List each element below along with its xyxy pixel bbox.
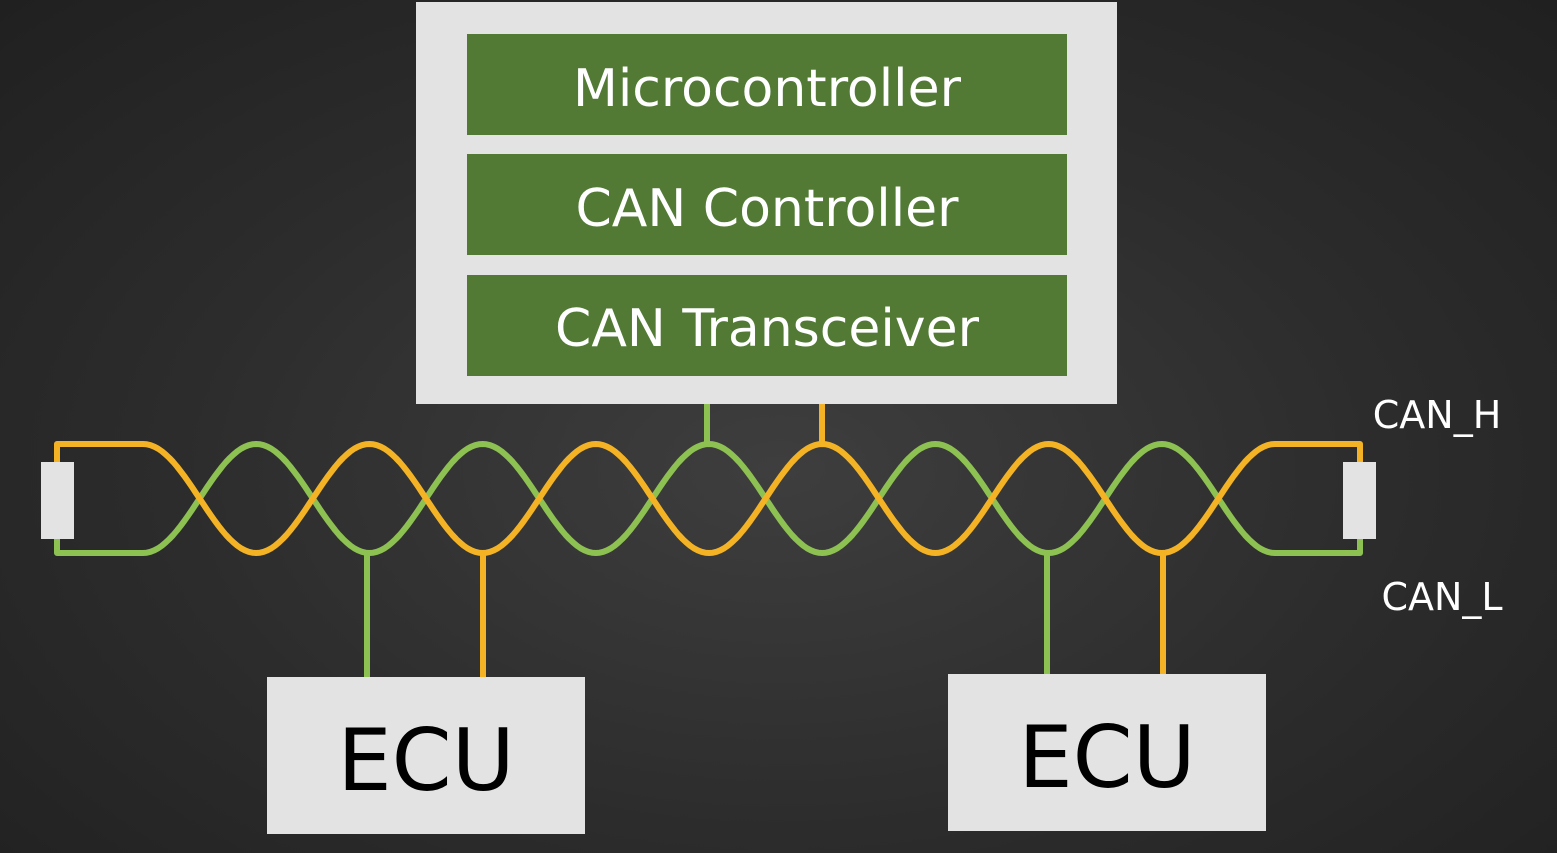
can-low-wire [54,441,1363,556]
ecu-2: ECU [948,674,1266,831]
can-high-wire [54,441,1363,556]
ecu-label: ECU [1018,708,1195,808]
terminator-left [41,462,74,539]
layer-label: Microcontroller [573,59,962,119]
layer-can-transceiver: CAN Transceiver [467,275,1067,376]
layer-label: CAN Transceiver [555,299,980,359]
can-low-label: CAN_L [1381,575,1502,619]
ecu-1: ECU [267,677,585,834]
ecu-label: ECU [337,711,514,811]
layer-microcontroller: Microcontroller [467,34,1067,135]
can-high-label: CAN_H [1373,393,1502,437]
terminator-right [1343,462,1376,539]
layer-can-controller: CAN Controller [467,154,1067,255]
layer-label: CAN Controller [575,179,959,239]
